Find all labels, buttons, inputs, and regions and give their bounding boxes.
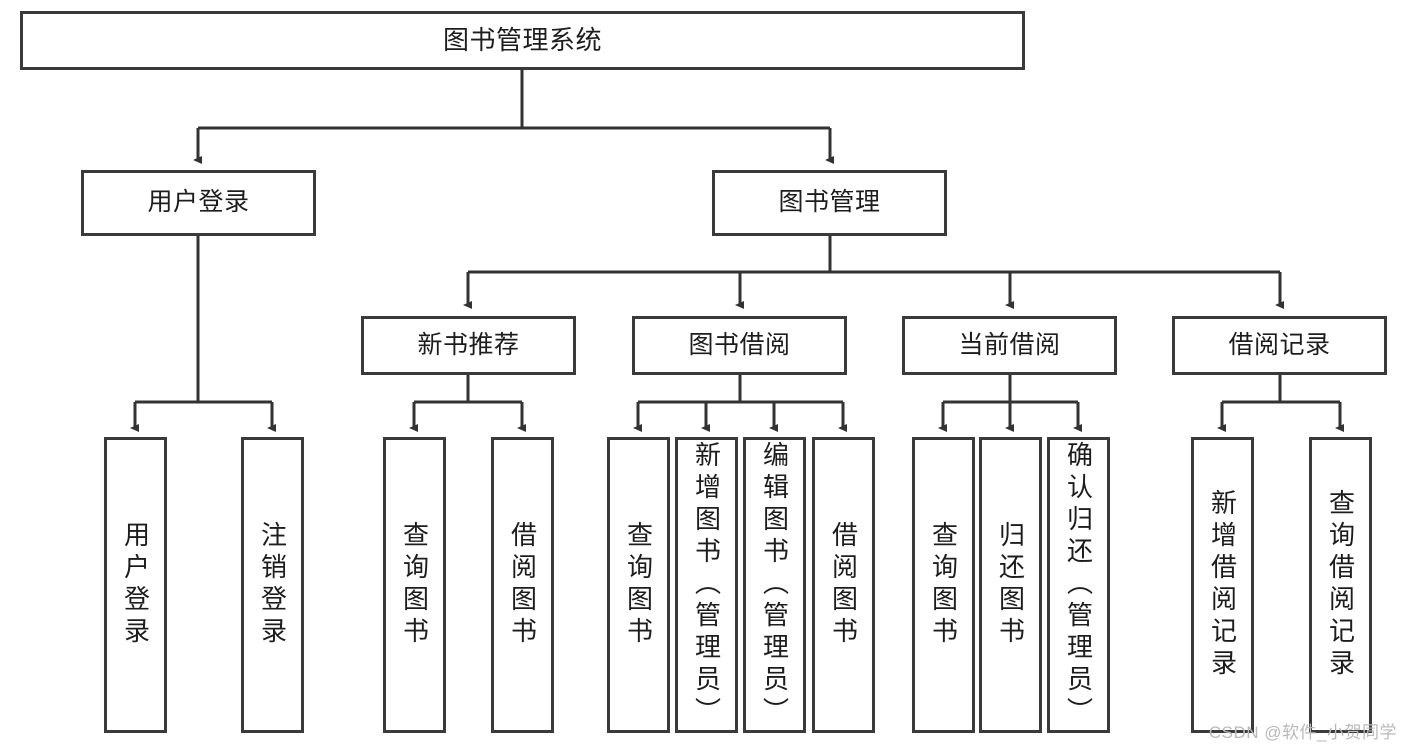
leaf-confirm-return-admin[interactable]: 确认归还（管理员） [1047, 437, 1110, 733]
node-label: 用户登录 [147, 188, 250, 217]
node-label: 编辑图书（管理员） [759, 441, 790, 729]
leaf-user-login[interactable]: 用户登录 [104, 437, 167, 733]
node-label: 图书借阅 [688, 330, 791, 359]
leaf-query-book-recommend[interactable]: 查询图书 [383, 437, 446, 733]
node-label: 确认归还（管理员） [1063, 441, 1094, 729]
node-label: 新增图书（管理员） [691, 441, 722, 729]
node-label: 新书推荐 [417, 330, 520, 359]
node-label: 查询图书 [623, 521, 654, 649]
node-label: 归还图书 [995, 521, 1026, 649]
leaf-edit-book-admin[interactable]: 编辑图书（管理员） [743, 437, 806, 733]
node-label: 借阅图书 [828, 521, 859, 649]
leaf-add-borrow-record[interactable]: 新增借阅记录 [1191, 437, 1254, 733]
node-root-book-management-system[interactable]: 图书管理系统 [20, 11, 1025, 70]
leaf-query-book-borrow[interactable]: 查询图书 [607, 437, 670, 733]
leaf-query-borrow-record[interactable]: 查询借阅记录 [1309, 437, 1372, 733]
node-new-book-recommend[interactable]: 新书推荐 [361, 316, 576, 375]
leaf-borrow-book-recommend[interactable]: 借阅图书 [491, 437, 554, 733]
watermark-csdn: CSDN @软件_小贺同学 [1208, 723, 1397, 742]
node-user-login[interactable]: 用户登录 [81, 170, 316, 236]
leaf-borrow-book[interactable]: 借阅图书 [812, 437, 875, 733]
node-book-borrow[interactable]: 图书借阅 [632, 316, 847, 375]
leaf-return-book[interactable]: 归还图书 [979, 437, 1042, 733]
leaf-query-book-current[interactable]: 查询图书 [912, 437, 975, 733]
node-label: 图书管理 [778, 188, 881, 217]
node-label: 当前借阅 [958, 330, 1061, 359]
node-book-management[interactable]: 图书管理 [712, 170, 947, 236]
node-label: 用户登录 [120, 521, 151, 649]
node-label: 借阅图书 [507, 521, 538, 649]
leaf-logout[interactable]: 注销登录 [241, 437, 304, 733]
node-label: 借阅记录 [1228, 330, 1331, 359]
node-label: 图书管理系统 [442, 25, 602, 56]
node-current-borrow[interactable]: 当前借阅 [902, 316, 1117, 375]
node-label: 查询借阅记录 [1325, 489, 1356, 681]
leaf-add-book-admin[interactable]: 新增图书（管理员） [675, 437, 738, 733]
node-borrow-record[interactable]: 借阅记录 [1172, 316, 1387, 375]
node-label: 查询图书 [928, 521, 959, 649]
node-label: 新增借阅记录 [1207, 489, 1238, 681]
node-label: 注销登录 [257, 521, 288, 649]
node-label: 查询图书 [399, 521, 430, 649]
